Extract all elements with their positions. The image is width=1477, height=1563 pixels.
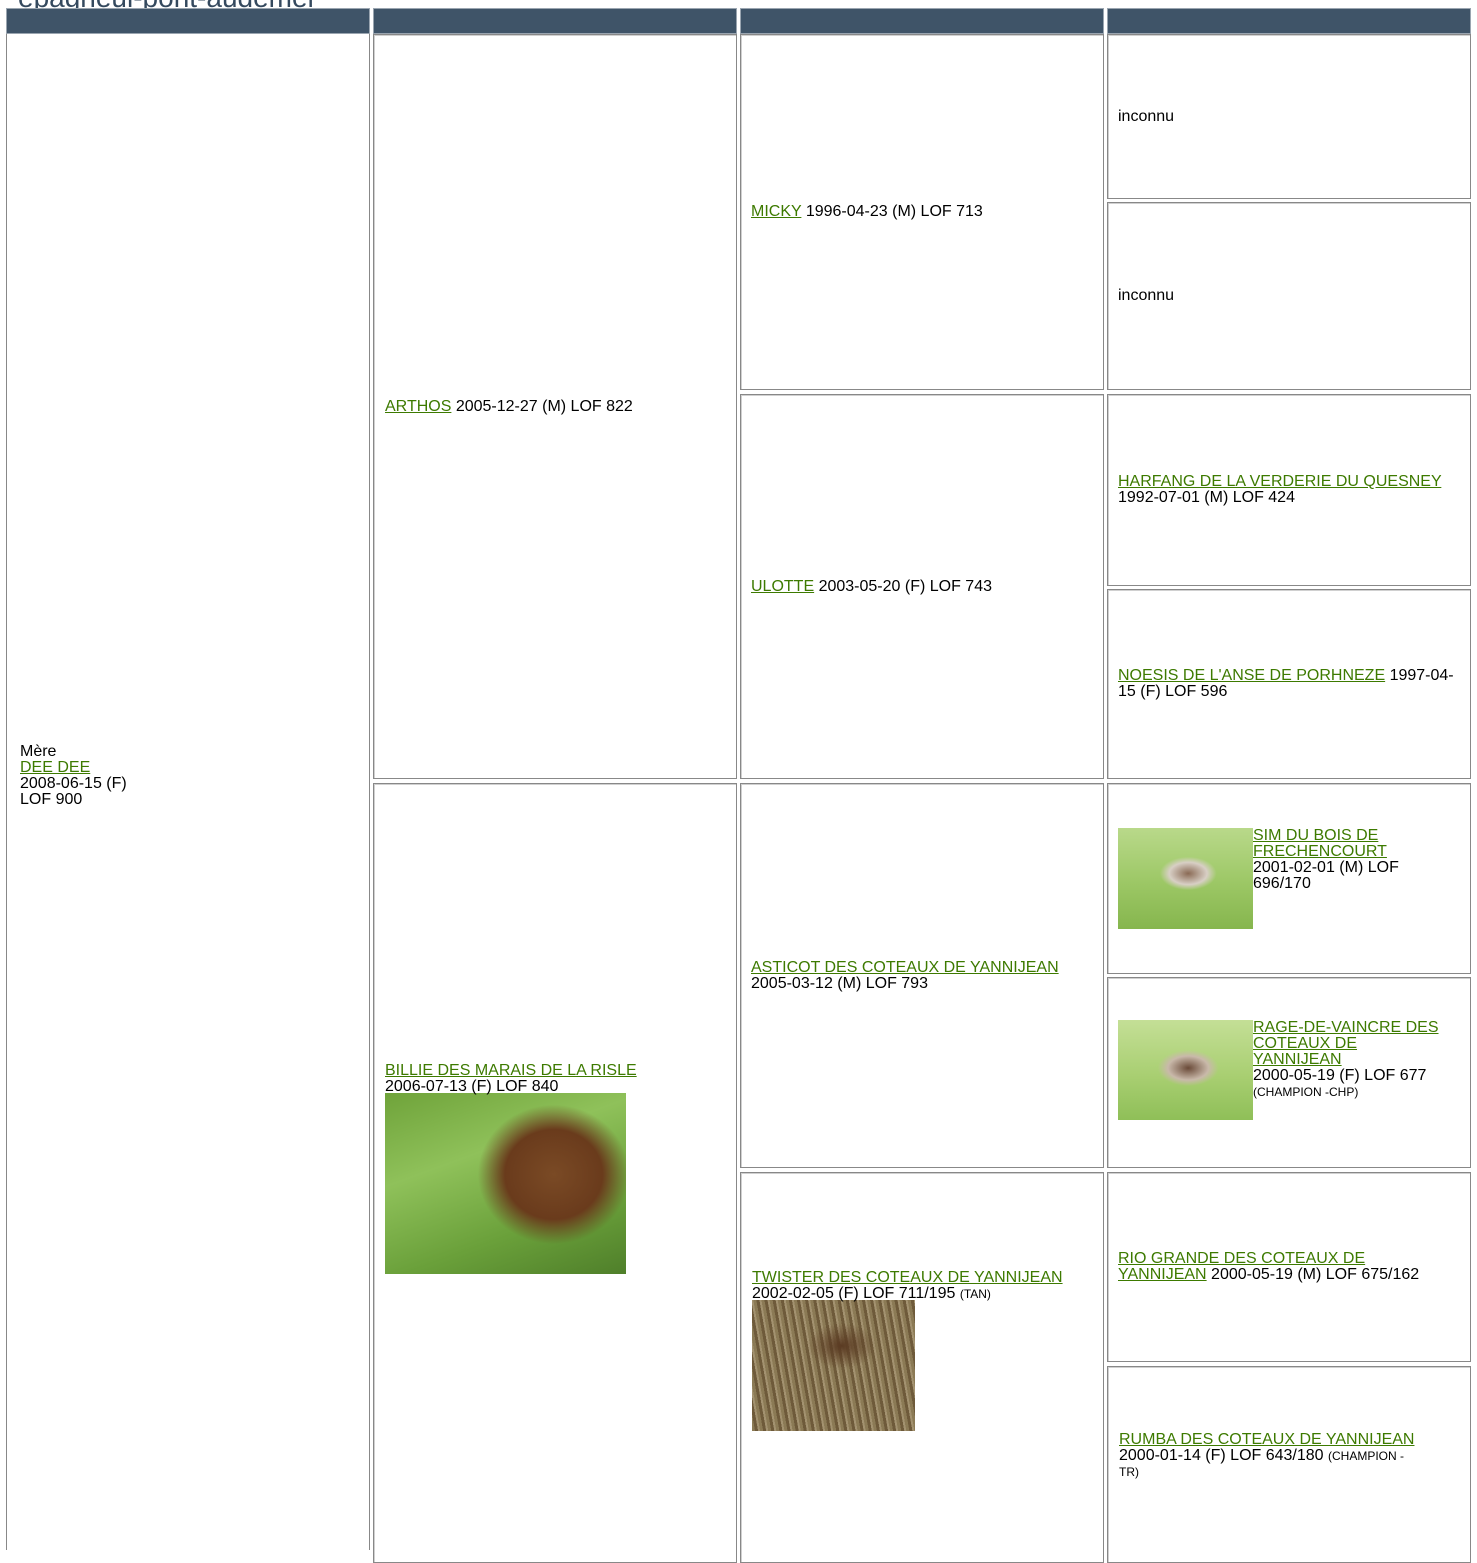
arthos-link[interactable]: ARTHOS (385, 397, 452, 415)
harfang-link[interactable]: HARFANG DE LA VERDERIE DU QUESNEY (1118, 473, 1442, 490)
ulotte-info: 2003-05-20 (F) LOF 743 (814, 577, 992, 595)
ulotte-link[interactable]: ULOTTE (751, 577, 815, 595)
table-header-col4 (1107, 8, 1471, 34)
harfang-info: 1992-07-01 (M) LOF 424 (1118, 489, 1295, 506)
pedigree-cell-g4-4: SIM DU BOIS DE FRECHENCOURT 2001-02-01 (… (1107, 783, 1471, 974)
micky-link[interactable]: MICKY (751, 203, 802, 220)
pedigree-cell-g4-3: NOESIS DE L'ANSE DE PORHNEZE 1997-04-15 … (1107, 589, 1471, 779)
pedigree-cell-asticot: ASTICOT DES COTEAUX DE YANNIJEAN 2005-03… (740, 783, 1104, 1168)
subject-cell: Mère DEE DEE 2008-06-15 (F) LOF 900 (20, 744, 127, 808)
noesis-info: 1997-04-15 (F) LOF 596 (1118, 667, 1454, 700)
rage-title: (CHAMPION -CHP) (1253, 1085, 1359, 1099)
col1-right-border (369, 34, 370, 1550)
rage-info: 2000-05-19 (F) LOF 677 (1253, 1067, 1427, 1084)
twister-photo[interactable] (752, 1300, 915, 1431)
pedigree-cell-micky: MICKY 1996-04-23 (M) LOF 713 (740, 34, 1104, 390)
asticot-info: 2005-03-12 (M) LOF 793 (751, 974, 928, 992)
rage-photo[interactable] (1118, 1020, 1253, 1120)
twister-info: 2002-02-05 (F) LOF 711/195 (752, 1285, 960, 1302)
pedigree-cell-g4-2: HARFANG DE LA VERDERIE DU QUESNEY 1992-0… (1107, 394, 1471, 586)
pedigree-cell-g4-7: RUMBA DES COTEAUX DE YANNIJEAN 2000-01-1… (1107, 1366, 1471, 1563)
rumba-link[interactable]: RUMBA DES COTEAUX DE YANNIJEAN (1119, 1431, 1415, 1448)
subject-dog-link[interactable]: DEE DEE (20, 759, 91, 776)
billie-link[interactable]: BILLIE DES MARAIS DE LA RISLE (385, 1062, 637, 1079)
sim-photo[interactable] (1118, 828, 1253, 929)
subject-date-sex: 2008-06-15 (F) (20, 775, 127, 792)
billie-photo[interactable] (385, 1093, 626, 1274)
col1-left-border (6, 34, 7, 1550)
rumba-content: RUMBA DES COTEAUX DE YANNIJEAN 2000-01-1… (1119, 1432, 1422, 1480)
pedigree-cell-twister: TWISTER DES COTEAUX DE YANNIJEAN 2002-02… (740, 1172, 1104, 1563)
pedigree-cell-g4-0: inconnu (1107, 34, 1471, 199)
rio-info: 2000-05-19 (M) LOF 675/162 (1206, 1266, 1420, 1283)
asticot-link[interactable]: ASTICOT DES COTEAUX DE YANNIJEAN (751, 958, 1059, 976)
rage-content: RAGE-DE-VAINCRE DES COTEAUX DE YANNIJEAN… (1118, 1020, 1444, 1120)
rage-link[interactable]: RAGE-DE-VAINCRE DES COTEAUX DE YANNIJEAN (1253, 1019, 1439, 1068)
twister-content: TWISTER DES COTEAUX DE YANNIJEAN 2002-02… (752, 1270, 1063, 1431)
sim-content: SIM DU BOIS DE FRECHENCOURT 2001-02-01 (… (1118, 828, 1444, 929)
billie-info: 2006-07-13 (F) LOF 840 (385, 1078, 559, 1095)
table-header-col1 (6, 8, 370, 34)
noesis-link[interactable]: NOESIS DE L'ANSE DE PORHNEZE (1118, 667, 1386, 684)
pedigree-cell-g4-1: inconnu (1107, 202, 1471, 390)
subject-lof: LOF 900 (20, 791, 83, 808)
rio-link[interactable]: RIO GRANDE DES COTEAUX DE YANNIJEAN (1118, 1250, 1366, 1283)
micky-info: 1996-04-23 (M) LOF 713 (801, 203, 983, 220)
pedigree-cell-g4-6: RIO GRANDE DES COTEAUX DE YANNIJEAN 2000… (1107, 1172, 1471, 1362)
table-header-col3 (740, 8, 1104, 34)
relation-label: Mère (20, 743, 57, 760)
pedigree-cell-mother: BILLIE DES MARAIS DE LA RISLE 2006-07-13… (373, 783, 737, 1563)
sim-link[interactable]: SIM DU BOIS DE FRECHENCOURT (1253, 827, 1387, 860)
pedigree-cell-g4-5: RAGE-DE-VAINCRE DES COTEAUX DE YANNIJEAN… (1107, 977, 1471, 1168)
twister-link[interactable]: TWISTER DES COTEAUX DE YANNIJEAN (752, 1269, 1063, 1286)
twister-title: (TAN) (959, 1287, 991, 1301)
unknown-text: inconnu (1118, 107, 1175, 125)
site-title: epagneul-pont-audemer (18, 0, 317, 12)
rumba-info: 2000-01-14 (F) LOF 643/180 (1119, 1447, 1329, 1464)
pedigree-cell-father: ARTHOS 2005-12-27 (M) LOF 822 (373, 34, 737, 779)
billie-content: BILLIE DES MARAIS DE LA RISLE 2006-07-13… (385, 1063, 637, 1274)
sim-info: 2001-02-01 (M) LOF 696/170 (1253, 859, 1399, 892)
arthos-info: 2005-12-27 (M) LOF 822 (451, 397, 633, 415)
rumba-title: (CHAMPION -TR) (1119, 1449, 1405, 1479)
unknown-text: inconnu (1118, 287, 1175, 304)
pedigree-cell-ulotte: ULOTTE 2003-05-20 (F) LOF 743 (740, 394, 1104, 779)
table-header-col2 (373, 8, 737, 34)
